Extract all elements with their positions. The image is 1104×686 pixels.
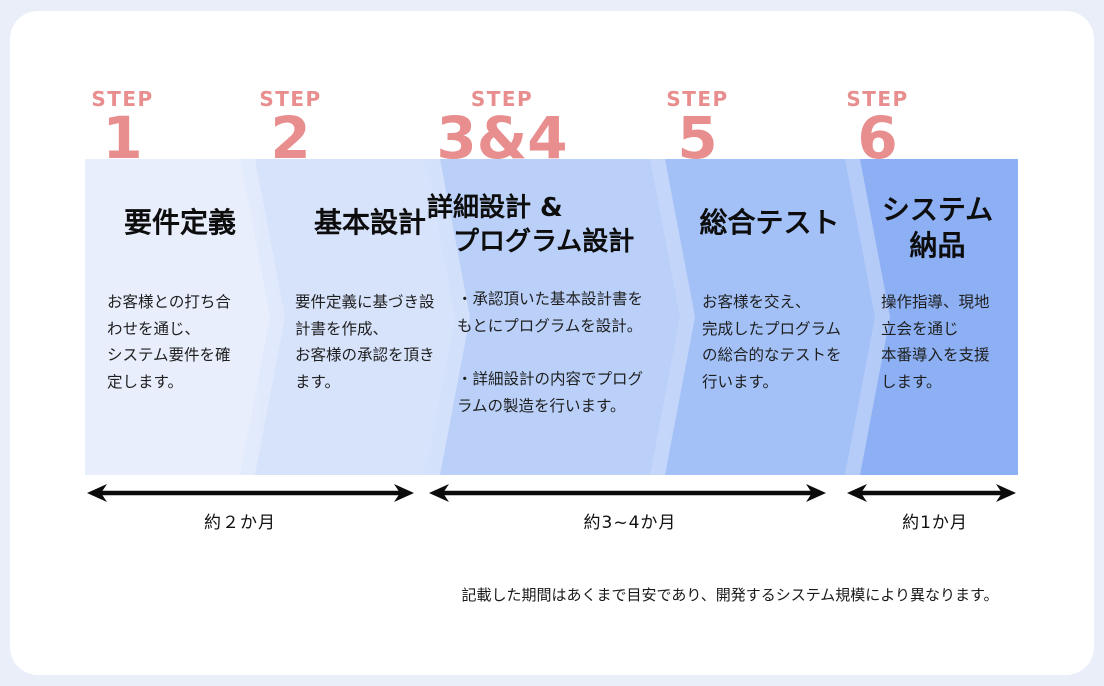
duration-arrow-2 — [429, 484, 826, 502]
step-word: STEP — [91, 87, 154, 111]
step-word: STEP — [470, 87, 534, 111]
duration-arrows — [87, 484, 1016, 502]
step-header-3-4: STEP 3&4 — [428, 88, 576, 169]
phase-band-5 — [665, 159, 875, 475]
step-number: 1 — [102, 104, 143, 172]
phase-title-1: 要件定義 — [123, 206, 236, 239]
step-word: STEP — [846, 87, 909, 111]
phase-title-6: システム 納品 — [881, 193, 994, 263]
step-header-1: STEP 1 — [60, 88, 185, 169]
step-number: 3&4 — [436, 104, 568, 172]
step-header-6: STEP 6 — [815, 88, 940, 169]
duration-label-3: 約1か月 — [902, 513, 968, 533]
phase-description-3-4: ・承認頂いた基本設計書を もとにプログラムを設計。 ・詳細設計の内容でプログ ラ… — [457, 290, 644, 415]
step-word: STEP — [666, 87, 729, 111]
phase-title-5: 総合テスト — [699, 206, 840, 239]
footnote: 記載した期間はあくまで目安であり、開発するシステム規模により異なります。 — [461, 586, 999, 604]
duration-arrow-1 — [87, 484, 414, 502]
step-word: STEP — [259, 87, 322, 111]
phase-description-5: お客様を交え、 完成したプログラム の総合的なテストを 行います。 — [702, 293, 842, 391]
phase-band-3-4 — [440, 159, 680, 475]
phase-description-6: 操作指導、現地 立会を通じ 本番導入を支援 します。 — [881, 293, 990, 391]
phase-band-1 — [85, 159, 270, 475]
step-number: 2 — [270, 104, 311, 172]
process-strip: 要件定義 基本設計 詳細設計 & プログラム設計 総合テスト システム 納品 お… — [85, 159, 1018, 475]
step-number: 5 — [677, 104, 718, 172]
phase-title-2: 基本設計 — [313, 206, 426, 239]
phase-description-1: お客様との打ち合 わせを通じ、 システム要件を確 定します。 — [107, 293, 231, 391]
duration-label-2: 約3~4か月 — [583, 513, 677, 533]
step-header-5: STEP 5 — [635, 88, 760, 169]
phase-band-2 — [255, 159, 455, 475]
phase-description-2: 要件定義に基づき設 計書を作成、 お客様の承認を頂き ます。 — [295, 293, 435, 391]
step-header-2: STEP 2 — [228, 88, 353, 169]
duration-label-1: 約２か月 — [204, 513, 276, 533]
step-number: 6 — [857, 104, 898, 172]
duration-arrow-3 — [847, 484, 1016, 502]
phase-title-3-4: 詳細設計 & プログラム設計 — [427, 193, 635, 257]
